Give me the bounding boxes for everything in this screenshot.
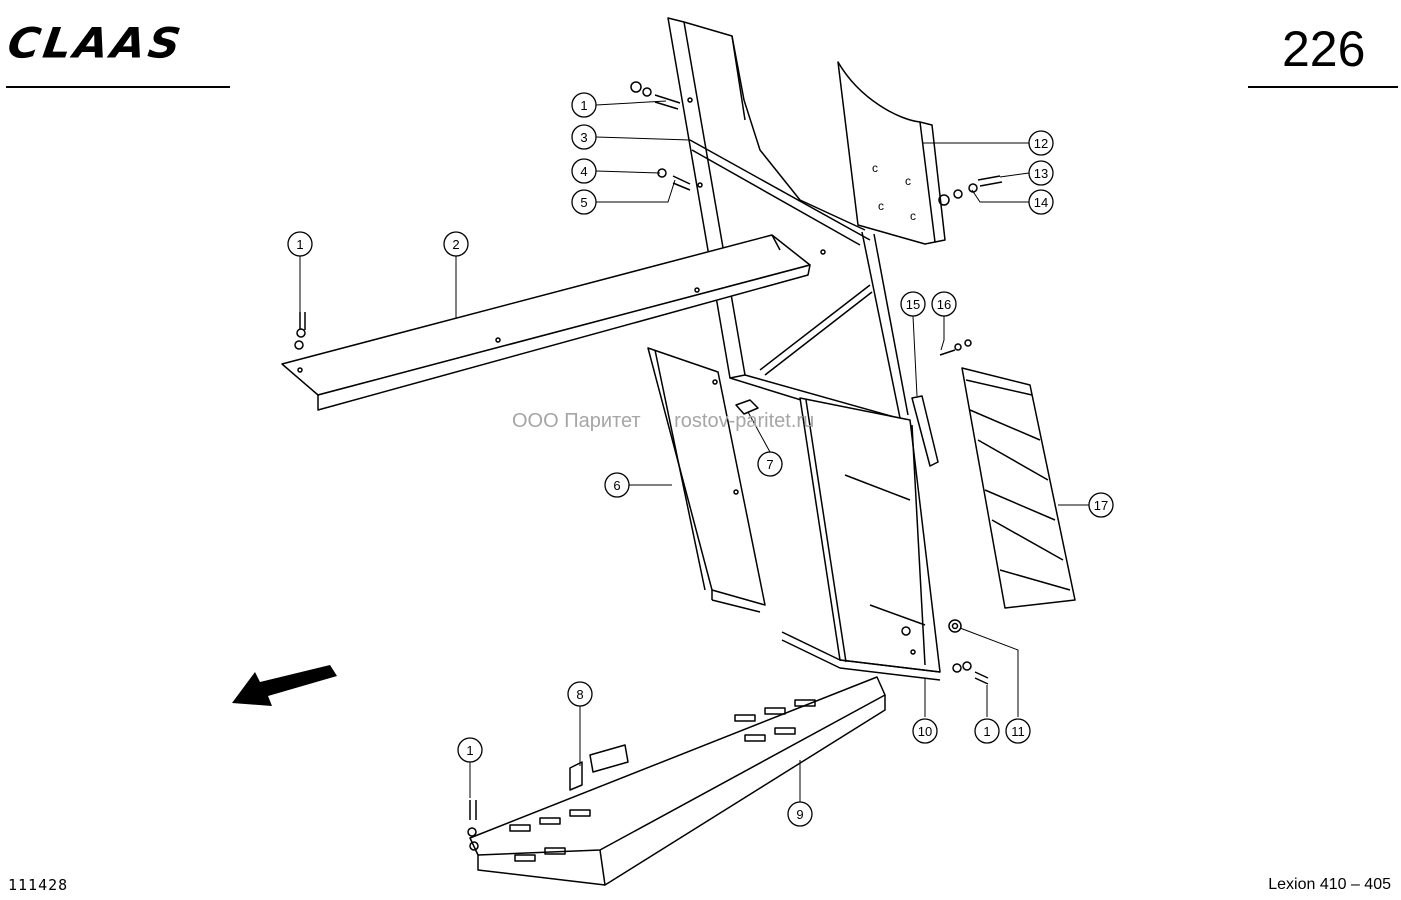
callout-8: 8 (567, 681, 593, 707)
part-12-shield: c c c c (837, 61, 946, 245)
callout-11: 11 (1005, 718, 1031, 744)
callout-1: 1 (974, 718, 1000, 744)
watermark: ООО Паритет rostov-paritet.ru (512, 410, 842, 433)
watermark-site: rostov-paritet.ru (674, 410, 815, 432)
part-15-strip (911, 395, 939, 467)
svg-text:15: 15 (906, 297, 920, 312)
svg-text:c: c (878, 199, 884, 213)
leader-lines (299, 100, 1089, 802)
svg-text:6: 6 (613, 478, 620, 493)
part-6-plate (647, 347, 766, 613)
svg-text:5: 5 (580, 195, 587, 210)
callout-1: 1 (457, 737, 483, 763)
svg-text:8: 8 (576, 687, 583, 702)
callout-13: 13 (1028, 160, 1054, 186)
callout-12: 12 (1028, 130, 1054, 156)
svg-text:11: 11 (1011, 724, 1025, 739)
svg-text:13: 13 (1034, 166, 1048, 181)
part-17-panel (961, 367, 1076, 609)
page-number: 226 (1282, 21, 1366, 77)
part-8-bracket (569, 744, 629, 791)
part-9-tray (469, 676, 886, 886)
callout-15: 15 (900, 291, 926, 317)
svg-text:14: 14 (1034, 195, 1048, 210)
callout-1: 1 (287, 231, 313, 257)
callout-9: 9 (787, 801, 813, 827)
svg-text:2: 2 (452, 237, 459, 252)
svg-text:7: 7 (766, 457, 773, 472)
svg-text:c: c (910, 209, 916, 223)
svg-text:9: 9 (796, 807, 803, 822)
callout-17: 17 (1088, 492, 1114, 518)
svg-text:10: 10 (918, 724, 932, 739)
callout-3: 3 (571, 124, 597, 150)
direction-arrow-icon (232, 665, 337, 706)
svg-text:c: c (905, 174, 911, 188)
part-10-frame (781, 397, 941, 681)
callout-10: 10 (912, 718, 938, 744)
svg-text:3: 3 (580, 130, 587, 145)
fasteners (294, 81, 1003, 851)
svg-text:1: 1 (466, 743, 473, 758)
svg-text:16: 16 (937, 297, 951, 312)
callout-7: 7 (757, 451, 783, 477)
svg-text:1: 1 (983, 724, 990, 739)
callout-16: 16 (931, 291, 957, 317)
svg-text:1: 1 (296, 237, 303, 252)
model-label: Lexion 410 – 405 (1268, 876, 1391, 893)
drawing-id: 111428 (8, 876, 69, 894)
part-7-tab (735, 399, 759, 415)
svg-text:4: 4 (580, 164, 587, 179)
svg-text:17: 17 (1094, 498, 1108, 513)
header-rule-left (6, 86, 230, 88)
callout-5: 5 (571, 189, 597, 215)
watermark-company: ООО Паритет (512, 410, 641, 432)
svg-text:1: 1 (580, 98, 587, 113)
svg-text:c: c (872, 161, 878, 175)
callout-4: 4 (571, 158, 597, 184)
callout-14: 14 (1028, 189, 1054, 215)
part-2-beam (281, 234, 811, 411)
callout-6: 6 (604, 472, 630, 498)
callout-1: 1 (571, 92, 597, 118)
header-rule-right (1248, 86, 1398, 88)
svg-text:12: 12 (1034, 136, 1048, 151)
callout-2: 2 (443, 231, 469, 257)
